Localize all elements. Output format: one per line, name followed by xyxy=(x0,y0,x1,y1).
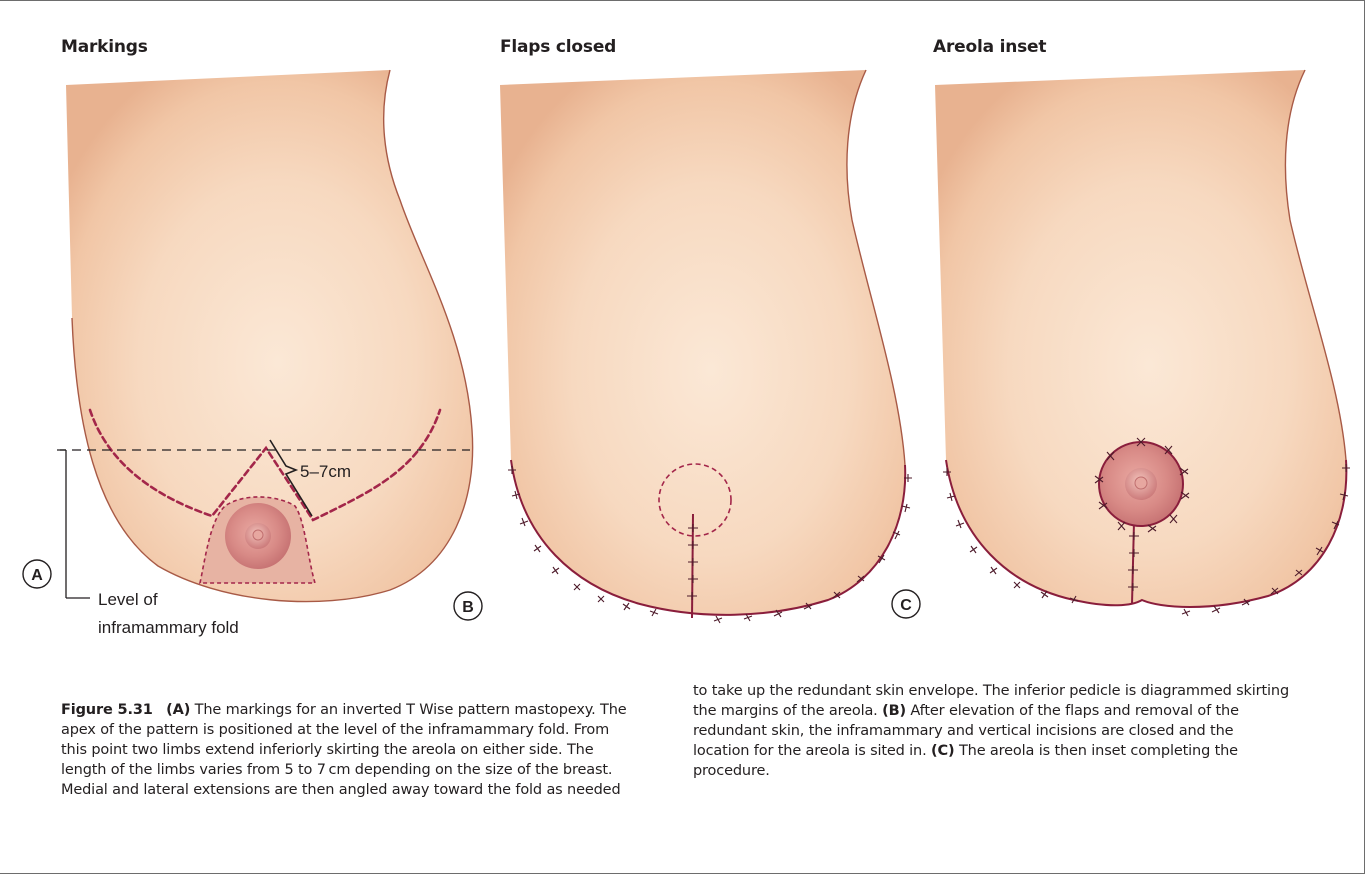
breast-b xyxy=(495,60,912,623)
caption-text-2: to take up the redundant skin envelope. … xyxy=(693,683,1289,779)
breast-c xyxy=(930,60,1350,616)
panel-title-flaps-closed: Flaps closed xyxy=(500,37,616,57)
caption-panel-ref: (B) xyxy=(882,703,906,719)
fold-label-line2: inframammary fold xyxy=(98,618,239,637)
svg-text:A: A xyxy=(31,567,43,584)
badge-a: A xyxy=(23,560,51,588)
svg-text:B: B xyxy=(462,599,474,616)
caption-column-1: Figure 5.31 (A) The markings for an inve… xyxy=(61,700,629,800)
fold-label-line1: Level of xyxy=(98,590,158,609)
caption-panel-ref: (A) xyxy=(166,702,190,718)
limb-length-label: 5–7cm xyxy=(300,462,351,481)
caption-panel-ref: (C) xyxy=(931,743,954,759)
breast-b-silhouette xyxy=(500,70,905,615)
illustration: 5–7cm Level of inframammary fold A xyxy=(0,0,1366,700)
breast-a xyxy=(57,60,473,602)
badge-b: B xyxy=(454,592,482,620)
badge-c: C xyxy=(892,590,920,618)
svg-text:C: C xyxy=(900,597,912,614)
figure-label: Figure 5.31 xyxy=(61,702,153,718)
panel-title-areola-inset: Areola inset xyxy=(933,37,1046,57)
caption-column-2: to take up the redundant skin envelope. … xyxy=(693,681,1293,781)
panel-title-markings: Markings xyxy=(61,37,148,57)
